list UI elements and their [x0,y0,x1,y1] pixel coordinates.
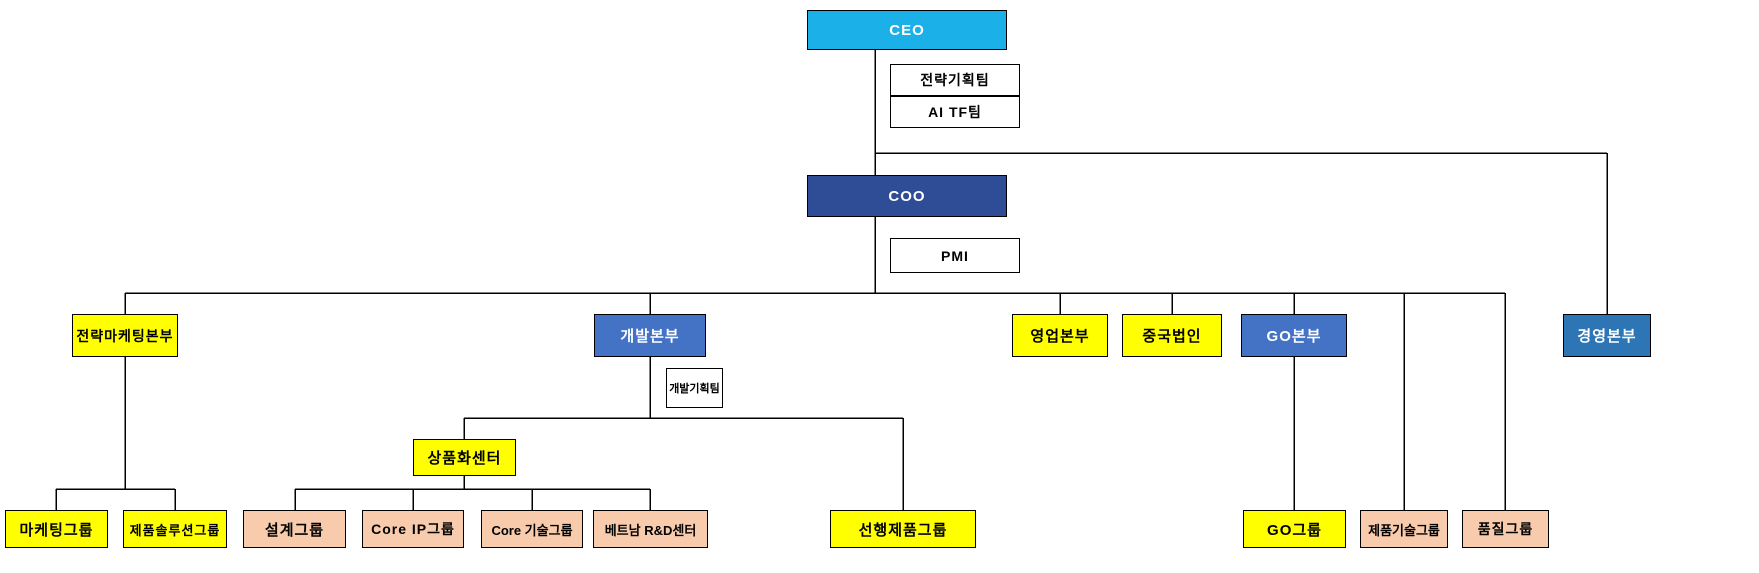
org-node-advanced-product-group: 선행제품그룹 [830,510,976,548]
org-node-design-group: 설계그룹 [243,510,346,548]
org-node-product-solution-group: 제품솔루션그룹 [123,510,227,548]
org-node-go-group: GO그룹 [1243,510,1346,548]
org-node-coo: COO [807,175,1007,217]
org-node-go-division: GO본부 [1241,314,1347,357]
org-node-ai-tf-team: AI TF팀 [890,96,1020,128]
org-node-core-ip-group: Core IP그룹 [362,510,464,548]
org-node-development-planning-team: 개발기획팀 [666,368,723,408]
org-node-product-tech-group: 제품기술그룹 [1360,510,1448,548]
org-node-marketing-group: 마케팅그룹 [5,510,108,548]
org-node-core-tech-group: Core 기술그룹 [481,510,583,548]
org-node-strategy-planning-team: 전략기획팀 [890,64,1020,96]
org-node-china-corporation: 중국법인 [1122,314,1222,357]
org-node-vietnam-rnd-center: 베트남 R&D센터 [593,510,708,548]
org-node-pmi: PMI [890,238,1020,273]
org-node-management-division: 경영본부 [1563,314,1651,357]
org-node-productization-center: 상품화센터 [413,439,516,476]
org-node-sales-division: 영업본부 [1012,314,1108,357]
org-node-strategic-marketing-division: 전략마케팅본부 [72,314,178,357]
org-node-ceo: CEO [807,10,1007,50]
org-node-development-division: 개발본부 [594,314,706,357]
org-node-quality-group: 품질그룹 [1462,510,1549,548]
